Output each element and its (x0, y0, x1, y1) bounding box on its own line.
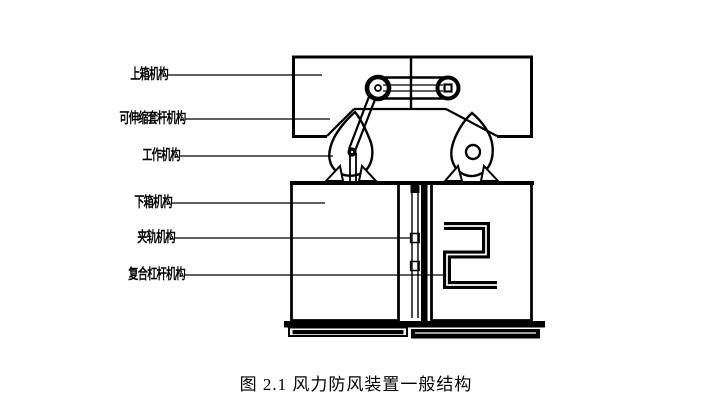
right-cam-pin (464, 143, 482, 161)
label-working-mechanism: 工作机构 (142, 148, 181, 164)
right-pulley-pin (443, 83, 453, 93)
link-joint-pin (350, 150, 354, 154)
left-cam (323, 110, 379, 182)
rail-web (421, 184, 428, 322)
label-lower-box: 下箱机构 (134, 195, 173, 211)
diagonal-link (347, 93, 378, 182)
leader-lines (168, 74, 443, 276)
lower-box-left (290, 184, 400, 322)
label-rail-clamp: 夹轨机构 (137, 230, 176, 246)
right-pulley (435, 75, 461, 101)
figure-caption: 图 2.1 风力防风装置一般结构 (239, 375, 473, 394)
label-compound-lever: 复合杠杆机构 (128, 267, 185, 283)
base-plate (284, 321, 545, 339)
telescopic-rod-assembly (364, 74, 461, 102)
label-telescopic-rod: 可伸缩套杆机构 (118, 111, 186, 127)
left-pulley-pin (374, 84, 382, 92)
upper-box (292, 55, 533, 138)
rail-clamp-channel (409, 184, 428, 322)
label-upper-box: 上箱机构 (130, 67, 169, 83)
left-pulley (364, 74, 392, 102)
lower-box-right (430, 184, 533, 322)
compound-lever (443, 222, 497, 289)
right-cam (442, 111, 501, 182)
